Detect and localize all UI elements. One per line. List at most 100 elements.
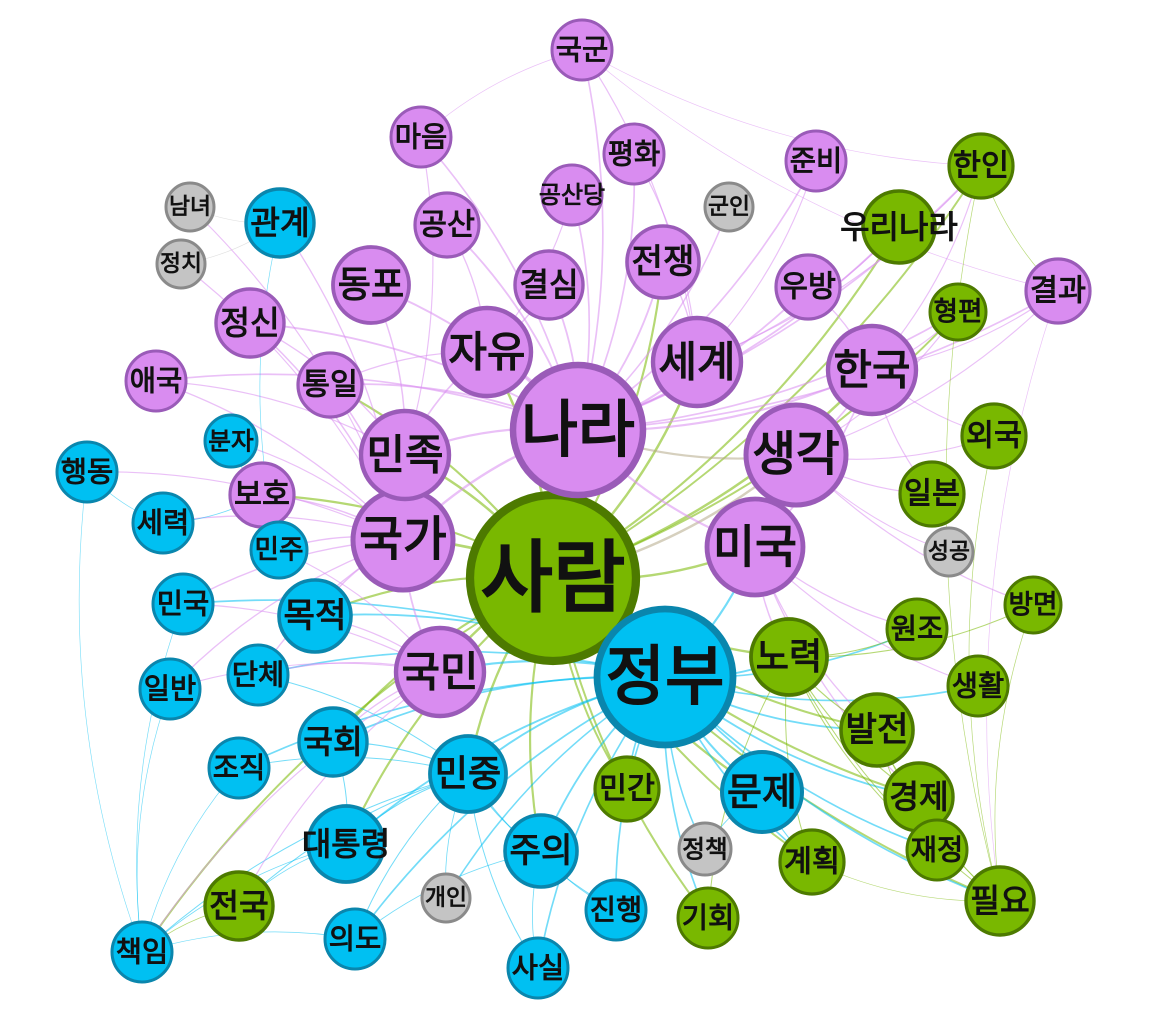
node-label: 외국: [966, 419, 1022, 454]
node-성공[interactable]: 성공: [923, 526, 975, 578]
node-개인[interactable]: 개인: [420, 872, 472, 924]
node-평화[interactable]: 평화: [602, 122, 666, 186]
node-우방[interactable]: 우방: [774, 253, 842, 321]
node-국군[interactable]: 국군: [550, 18, 614, 82]
node-세계[interactable]: 세계: [650, 315, 744, 409]
node-circle: [946, 654, 1010, 718]
node-민주[interactable]: 민주: [249, 520, 309, 580]
node-목적[interactable]: 목적: [277, 578, 353, 654]
node-전쟁[interactable]: 전쟁: [625, 224, 701, 300]
node-마음[interactable]: 마음: [389, 105, 453, 169]
node-분자[interactable]: 분자: [203, 413, 259, 469]
node-대통령[interactable]: 대통령: [302, 804, 390, 884]
node-label: 민간: [599, 772, 655, 807]
node-생각[interactable]: 생각: [743, 402, 849, 508]
node-단체[interactable]: 단체: [226, 643, 290, 707]
node-방면[interactable]: 방면: [1003, 575, 1063, 635]
node-통일[interactable]: 통일: [296, 351, 364, 419]
node-한인[interactable]: 한인: [947, 132, 1015, 200]
node-label: 자유: [449, 328, 526, 377]
node-label: 통일: [302, 368, 358, 403]
node-정신[interactable]: 정신: [214, 287, 286, 359]
node-label: 생활: [952, 670, 1004, 703]
node-정치[interactable]: 정치: [155, 238, 207, 290]
node-민중[interactable]: 민중: [428, 734, 508, 814]
node-label: 우방: [780, 270, 836, 305]
node-사람[interactable]: 사람: [465, 490, 641, 666]
node-circle: [207, 736, 271, 800]
node-군인[interactable]: 군인: [703, 181, 755, 233]
node-일본[interactable]: 일본: [898, 460, 966, 528]
node-책임[interactable]: 책임: [110, 920, 174, 984]
node-공산당[interactable]: 공산당: [539, 163, 605, 227]
node-국회[interactable]: 국회: [297, 706, 369, 778]
node-원조[interactable]: 원조: [885, 597, 949, 661]
edge: [986, 290, 1059, 902]
node-조직[interactable]: 조직: [207, 736, 271, 800]
node-동포[interactable]: 동포: [331, 245, 411, 325]
node-label: 개인: [425, 885, 467, 911]
node-circle: [749, 617, 829, 697]
node-경제[interactable]: 경제: [883, 761, 955, 833]
node-진행[interactable]: 진행: [584, 878, 648, 942]
node-필요[interactable]: 필요: [964, 865, 1036, 937]
node-행동[interactable]: 행동: [55, 440, 119, 504]
node-circle: [506, 936, 570, 1000]
node-일반[interactable]: 일반: [138, 657, 202, 721]
node-형편[interactable]: 형편: [928, 282, 988, 342]
node-노력[interactable]: 노력: [749, 617, 829, 697]
node-label: 방면: [1009, 590, 1058, 621]
node-label: 결심: [519, 266, 578, 304]
node-애국[interactable]: 애국: [124, 349, 188, 413]
node-circle: [55, 440, 119, 504]
node-한국[interactable]: 한국: [825, 323, 919, 417]
node-의도[interactable]: 의도: [323, 907, 387, 971]
node-자유[interactable]: 자유: [440, 305, 534, 399]
node-주의[interactable]: 주의: [503, 813, 579, 889]
node-label: 기회: [682, 902, 734, 935]
node-사실[interactable]: 사실: [506, 936, 570, 1000]
node-민간[interactable]: 민간: [593, 755, 661, 823]
node-공산[interactable]: 공산: [413, 191, 481, 259]
node-민족[interactable]: 민족: [358, 408, 452, 502]
node-보호[interactable]: 보호: [228, 461, 296, 529]
node-circle: [393, 625, 487, 719]
node-세력[interactable]: 세력: [131, 491, 195, 555]
node-정책[interactable]: 정책: [677, 821, 733, 877]
node-circle: [625, 224, 701, 300]
node-circle: [743, 402, 849, 508]
node-circle: [593, 605, 737, 749]
node-남녀[interactable]: 남녀: [164, 181, 216, 233]
edge: [577, 290, 1059, 431]
node-재정[interactable]: 재정: [905, 818, 969, 882]
node-label: 민주: [255, 535, 304, 566]
node-label: 생각: [752, 428, 839, 483]
node-준비[interactable]: 준비: [784, 129, 848, 193]
node-우리나라[interactable]: 우리나라: [840, 189, 958, 265]
node-민국[interactable]: 민국: [151, 572, 215, 636]
node-label: 공산: [419, 208, 475, 243]
node-결심[interactable]: 결심: [513, 249, 585, 321]
node-발전[interactable]: 발전: [839, 692, 915, 768]
node-관계[interactable]: 관계: [244, 187, 316, 259]
node-계획[interactable]: 계획: [778, 828, 846, 896]
node-label: 대통령: [302, 825, 390, 863]
node-국가[interactable]: 국가: [350, 487, 456, 593]
node-circle: [203, 870, 275, 942]
node-생활[interactable]: 생활: [946, 654, 1010, 718]
node-전국[interactable]: 전국: [203, 870, 275, 942]
node-label: 우리나라: [840, 208, 958, 246]
node-문제[interactable]: 문제: [720, 750, 804, 834]
node-label: 동포: [338, 264, 404, 306]
node-label: 민국: [157, 588, 209, 621]
node-label: 계획: [784, 845, 840, 880]
node-기회[interactable]: 기회: [676, 886, 740, 950]
node-외국[interactable]: 외국: [960, 402, 1028, 470]
node-미국[interactable]: 미국: [704, 496, 806, 598]
node-국민[interactable]: 국민: [393, 625, 487, 719]
node-circle: [677, 821, 733, 877]
node-나라[interactable]: 나라: [509, 361, 647, 499]
edge: [136, 688, 171, 953]
node-결과[interactable]: 결과: [1024, 257, 1092, 325]
node-정부[interactable]: 정부: [593, 605, 737, 749]
